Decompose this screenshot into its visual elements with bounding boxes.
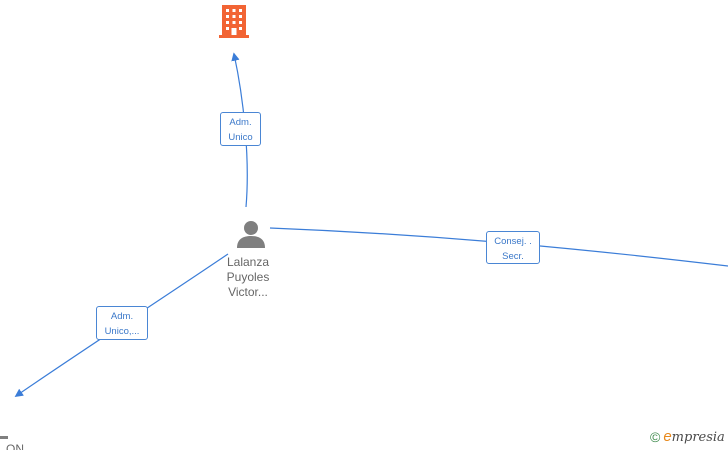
person-name-line: Lalanza	[226, 255, 270, 269]
edge-label-line: Consej. .	[494, 236, 532, 247]
person-name-line: Puyoles	[226, 270, 270, 284]
edge-label-adm-unico-bottom[interactable]: Adm. Unico,...	[96, 306, 148, 340]
building-icon	[219, 5, 249, 38]
edge-label-line: Adm.	[229, 117, 252, 128]
edge-label-line: Unico,...	[104, 326, 140, 337]
person-icon	[237, 221, 265, 248]
edge-label-line: Adm.	[110, 311, 134, 322]
person-name[interactable]: Lalanza Puyoles Victor...	[208, 255, 288, 300]
company-node-bottom-left[interactable]	[0, 404, 8, 440]
bottom-company-name: ...ON	[0, 442, 25, 450]
brand-initial: e	[663, 428, 672, 445]
edge-label-consej-secr[interactable]: Consej. . Secr.	[486, 231, 540, 264]
empresia-watermark: © empresia	[650, 428, 725, 446]
person-node[interactable]	[236, 219, 266, 249]
edge-label-line: Unico	[228, 132, 253, 143]
edge-label-adm-unico-top[interactable]: Adm. Unico	[220, 112, 261, 146]
brand-logo: empresia	[663, 428, 724, 446]
edge-label-line: Secr.	[502, 251, 524, 262]
copyright-icon: ©	[650, 429, 661, 445]
brand-text: mpresia	[671, 430, 725, 445]
person-name-line: Victor...	[228, 285, 268, 299]
building-icon	[0, 436, 8, 439]
company-node-top[interactable]	[219, 4, 249, 38]
